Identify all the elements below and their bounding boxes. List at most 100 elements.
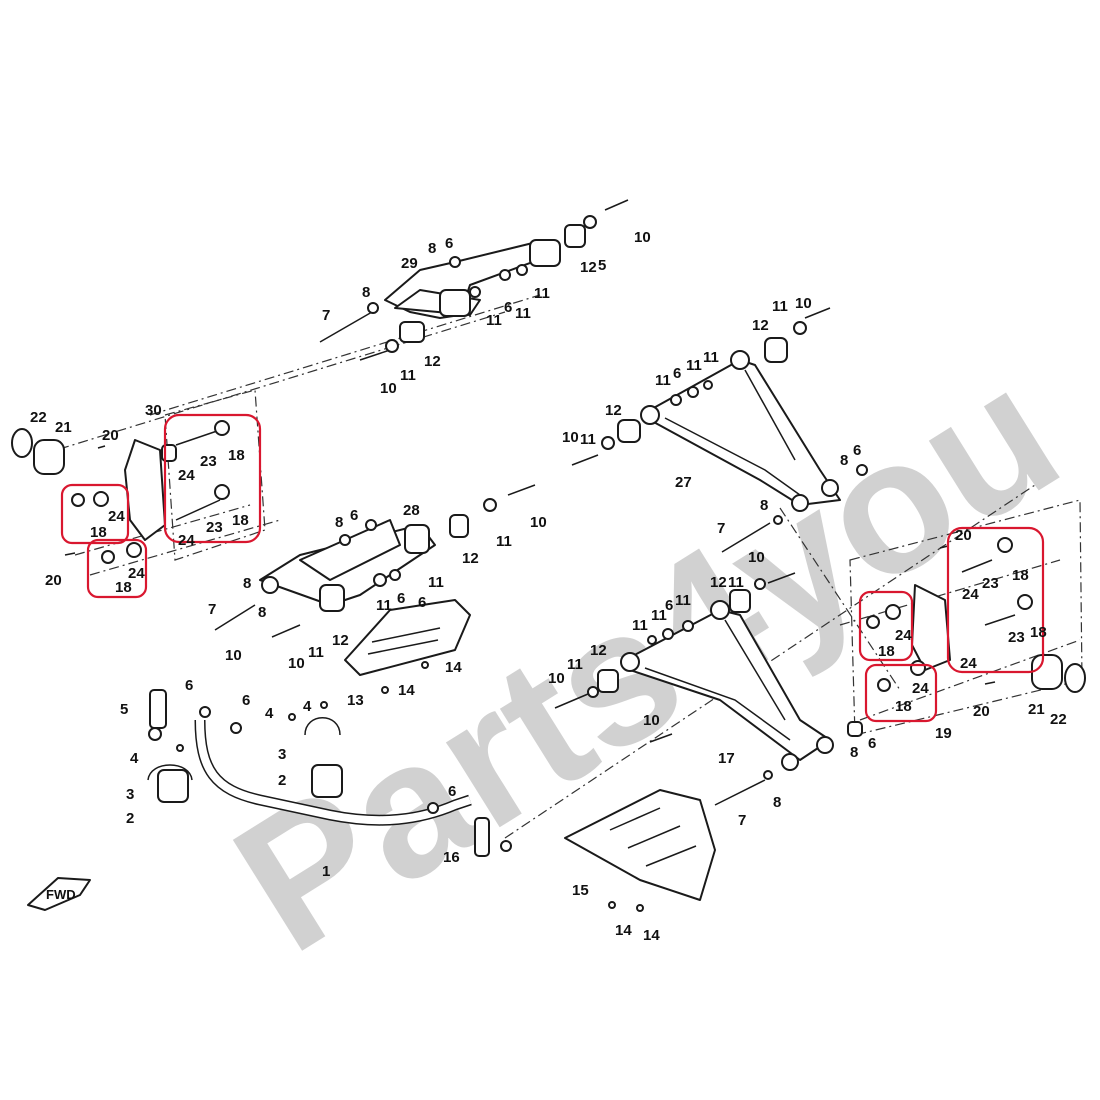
part-label: 22 <box>30 409 47 426</box>
forward-label: FWD <box>46 887 76 902</box>
part-label: 27 <box>675 474 692 491</box>
part-label: 6 <box>242 692 250 709</box>
part-label: 23 <box>982 575 999 592</box>
part-label: 4 <box>303 698 312 715</box>
part-label: 2 <box>278 772 286 789</box>
part-label: 22 <box>1050 711 1067 728</box>
part-label: 11 <box>703 349 719 366</box>
part-label: 14 <box>643 927 660 944</box>
part-label: 21 <box>55 419 72 436</box>
part-label: 10 <box>634 229 651 246</box>
part-label: 18 <box>895 698 912 715</box>
part-label: 18 <box>115 579 132 596</box>
part-label: 11 <box>376 597 392 614</box>
part-label: 10 <box>380 380 397 397</box>
part-label: 4 <box>130 750 139 767</box>
part-label: 20 <box>102 427 119 444</box>
part-label: 8 <box>362 284 370 301</box>
part-label: 11 <box>580 431 596 448</box>
highlight-box-left-upper-washer <box>60 483 130 545</box>
part-label: 12 <box>462 550 479 567</box>
highlight-box-right-bushings <box>946 526 1045 674</box>
part-label: 6 <box>853 442 861 459</box>
part-label: 7 <box>717 520 725 537</box>
part-label: 2 <box>126 810 134 827</box>
part-label: 11 <box>515 305 531 322</box>
part-label: 11 <box>772 298 788 315</box>
part-label: 12 <box>752 317 769 334</box>
part-label: 5 <box>598 257 606 274</box>
part-label: 5 <box>120 701 128 718</box>
callout-labels: 22 21 30 20 23 18 24 24 18 23 18 24 20 2… <box>30 295 1067 944</box>
part-label: 28 <box>403 502 420 519</box>
part-label: 10 <box>643 712 660 729</box>
part-label: 24 <box>108 508 125 525</box>
part-label: 14 <box>615 922 632 939</box>
part-label: 21 <box>1028 701 1045 718</box>
highlighted-parts <box>60 413 1045 723</box>
part-label: 8 <box>258 604 266 621</box>
part-label: 6 <box>350 507 358 524</box>
part-label: 10 <box>548 670 565 687</box>
lower-a-arm-rear <box>571 307 868 553</box>
part-label: 10 <box>562 429 579 446</box>
forward-arrow-icon: FWD <box>27 877 91 911</box>
part-label: 7 <box>738 812 746 829</box>
part-label: 18 <box>1030 624 1047 641</box>
skid-plate-front <box>344 599 471 694</box>
part-label: 11 <box>651 607 667 624</box>
part-label: 24 <box>128 565 145 582</box>
part-label: 20 <box>973 703 990 720</box>
part-label: 6 <box>504 299 512 316</box>
part-label: 11 <box>496 533 512 550</box>
right-knuckle-assembly <box>866 537 1086 693</box>
part-label: 11 <box>428 574 444 591</box>
part-label: 10 <box>795 295 812 312</box>
part-label: 18 <box>228 447 245 464</box>
part-label: 11 <box>534 285 550 302</box>
part-label: 24 <box>178 532 195 549</box>
part-label: 18 <box>90 524 107 541</box>
part-label: 11 <box>567 656 583 673</box>
highlight-box-right-upper-washer <box>858 590 914 662</box>
part-label: 6 <box>868 735 876 752</box>
part-label: 11 <box>308 644 324 661</box>
stabilizer-bar <box>147 689 512 857</box>
part-label: 18 <box>1012 567 1029 584</box>
highlight-box-right-lower-washer <box>864 663 938 723</box>
part-label: 3 <box>278 746 286 763</box>
highlight-box-left-lower-washer <box>86 538 148 599</box>
part-label: 11 <box>728 574 744 591</box>
part-label: 1 <box>322 863 330 880</box>
part-label: 18 <box>232 512 249 529</box>
skid-plate-rear <box>564 789 716 912</box>
part-label: 7 <box>322 307 330 324</box>
part-label: 12 <box>605 402 622 419</box>
left-knuckle-assembly <box>11 420 230 564</box>
part-label: 8 <box>773 794 781 811</box>
part-label: 4 <box>265 705 274 722</box>
part-label: 24 <box>178 467 195 484</box>
part-label: 10 <box>225 647 242 664</box>
part-label: 12 <box>580 259 597 276</box>
part-label: 6 <box>448 783 456 800</box>
part-label: 17 <box>718 750 735 767</box>
part-label: 10 <box>288 655 305 672</box>
part-label: 6 <box>185 677 193 694</box>
part-label: 8 <box>850 744 858 761</box>
part-label: 24 <box>895 627 912 644</box>
part-label: 11 <box>486 312 502 329</box>
part-label: 23 <box>206 519 223 536</box>
part-label: 15 <box>572 882 589 899</box>
upper-arm-labels: 29 8 6 8 7 11 6 11 11 12 5 10 10 11 12 <box>322 229 651 397</box>
part-label: 6 <box>665 597 673 614</box>
lower-a-arm-front <box>554 572 863 806</box>
upper-a-arm-front <box>214 484 536 638</box>
part-label: 16 <box>443 849 460 866</box>
part-label: 8 <box>840 452 848 469</box>
part-label: 11 <box>655 372 671 389</box>
part-label: 3 <box>126 786 134 803</box>
part-label: 8 <box>760 497 768 514</box>
part-label: 6 <box>673 365 681 382</box>
